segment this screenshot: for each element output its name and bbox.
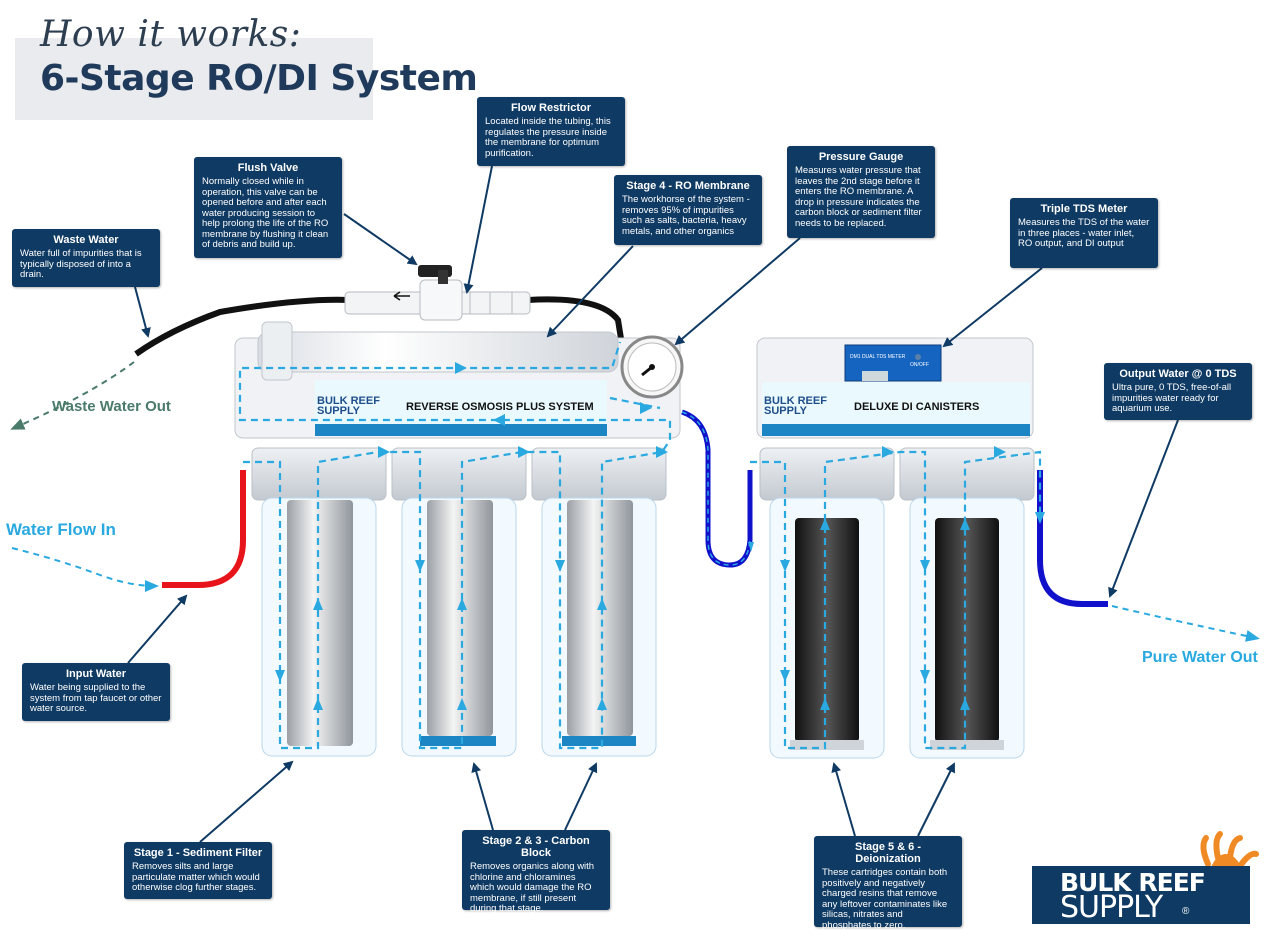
canisters [251, 447, 1035, 759]
callout-flush-valve: Flush Valve Normally closed while in ope… [194, 157, 342, 258]
page-title-script: How it works: [40, 14, 302, 55]
callout-body: Measures the TDS of the water in three p… [1018, 217, 1150, 249]
brand-logo-line1: BULK REEF [1060, 868, 1206, 897]
callout-stage23-carbon: Stage 2 & 3 - Carbon Block Removes organ… [462, 830, 610, 914]
pure-water-out-label: Pure Water Out [1142, 649, 1258, 666]
drain-tube [134, 296, 351, 357]
callout-body: Water full of impurities that is typical… [20, 248, 142, 280]
tds-meter-label: DM1 DUAL TDS METER [850, 354, 906, 360]
callout-output-water: Output Water @ 0 TDS Ultra pure, 0 TDS, … [1104, 363, 1252, 420]
callout-title: Flush Valve [237, 162, 299, 174]
ro-system-label: REVERSE OSMOSIS PLUS SYSTEM [406, 401, 594, 413]
callout-body: Measures water pressure that leaves the … [795, 165, 922, 229]
brand-registered-mark: ® [1182, 906, 1190, 917]
callout-title: Triple TDS Meter [1040, 203, 1128, 215]
callout-body: Removes silts and large particulate matt… [132, 861, 260, 893]
stage2-canister [391, 447, 527, 757]
callout-title: Stage 2 & 3 - Carbon Block [482, 835, 590, 859]
inlet-tube [162, 470, 246, 588]
ro-membrane-housing [234, 321, 684, 439]
stage3-canister [531, 447, 667, 757]
callout-pressure-gauge: Pressure Gauge Measures water pressure t… [787, 146, 935, 238]
callout-body: Water being supplied to the system from … [30, 682, 162, 714]
callout-waste-water: Waste Water Water full of impurities tha… [12, 229, 160, 287]
flow-arrowheads [275, 362, 1045, 710]
drain-tube-right [527, 296, 625, 346]
ro-brand-logo: BULK REEF SUPPLY [317, 395, 380, 417]
callout-body: Located inside the tubing, this regulate… [485, 116, 611, 159]
callout-stage56-deionization: Stage 5 & 6 - Deionization These cartrid… [814, 836, 962, 930]
callout-input-water: Input Water Water being supplied to the … [22, 663, 170, 721]
water-flow-in-label: Water Flow In [6, 520, 116, 539]
stage5-canister [759, 447, 895, 759]
stage6-canister [899, 447, 1035, 759]
callout-body: Normally closed while in operation, this… [202, 176, 329, 250]
callout-title: Flow Restrictor [510, 102, 592, 114]
callout-title: Stage 4 - RO Membrane [626, 180, 750, 192]
di-brand-logo: BULK REEF SUPPLY [764, 395, 827, 417]
di-housing-header [756, 337, 1034, 439]
callout-body: Ultra pure, 0 TDS, free-of-all impuritie… [1112, 382, 1232, 414]
callout-title: Input Water [65, 668, 127, 680]
callout-title: Waste Water [53, 234, 119, 246]
callout-stage4-ro-membrane: Stage 4 - RO Membrane The workhorse of t… [614, 175, 762, 245]
callout-title: Pressure Gauge [818, 151, 904, 163]
tds-meter-button: ON/OFF [910, 362, 929, 368]
pointer-lines [127, 165, 1179, 843]
title-box [15, 38, 373, 120]
callout-flow-restrictor: Flow Restrictor Located inside the tubin… [477, 97, 625, 166]
callout-title: Stage 1 - Sediment Filter [133, 847, 263, 859]
callout-title: Output Water @ 0 TDS [1119, 368, 1237, 380]
outlet-tube [1037, 470, 1108, 607]
callout-triple-tds-meter: Triple TDS Meter Measures the TDS of the… [1010, 198, 1158, 268]
di-system-label: DELUXE DI CANISTERS [854, 401, 980, 413]
waste-flow-line [10, 361, 135, 430]
callout-title: Stage 5 & 6 - Deionization [854, 841, 922, 865]
callout-body: These cartridges contain both positively… [822, 867, 948, 931]
brand-logo-line2: SUPPLY [1060, 890, 1163, 925]
ro-to-di-tube [681, 409, 753, 568]
waste-water-out-label: Waste Water Out [52, 398, 171, 415]
inlet-flow-line [11, 547, 159, 592]
callout-stage1-sediment: Stage 1 - Sediment Filter Removes silts … [124, 842, 272, 899]
callout-body: Removes organics along with chlorine and… [470, 861, 595, 914]
callout-body: The workhorse of the system - removes 95… [622, 194, 750, 237]
flush-valve-assembly [344, 265, 531, 321]
outlet-flow-line [1111, 605, 1260, 642]
page-title: 6-Stage RO/DI System [40, 58, 478, 99]
brand-logo [1032, 866, 1250, 924]
